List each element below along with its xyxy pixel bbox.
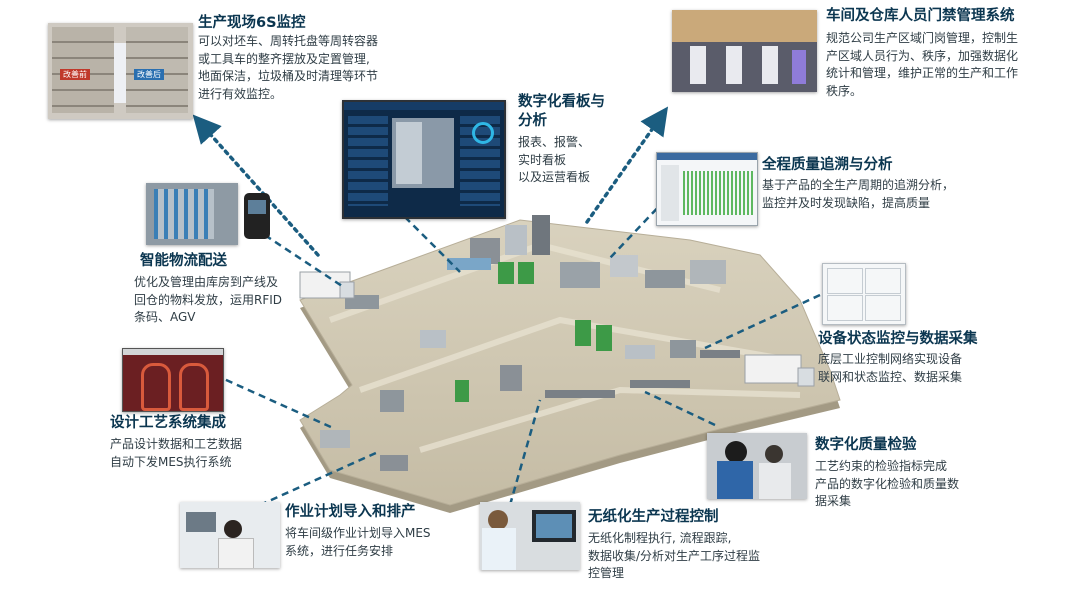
connector-kanban [404, 216, 461, 273]
photo-quality-inspection [707, 433, 807, 499]
callout-quality-trace-desc: 基于产品的全生产周期的追溯分析， 监控并及时发现缺陷，提高质量 [762, 178, 955, 210]
callout-kanban: 数字化看板与 分析 报表、报警、 实时看板 以及运营看板 [518, 93, 628, 187]
callout-6s-monitoring: 生产现场6S监控 可以对坯车、周转托盘等周转容器 或工具车的整齐摆放及定置管理,… [198, 14, 428, 103]
callout-logistics-desc: 优化及管理由库房到产线及 回仓的物料发放，运用RFID 条码、AGV [134, 275, 283, 324]
callout-planning-desc: 将车间级作业计划导入MES 系统，进行任务安排 [285, 526, 431, 558]
callout-quality-trace: 全程质量追溯与分析 基于产品的全生产周期的追溯分析， 监控并及时发现缺陷，提高质… [762, 156, 1002, 212]
production-equipment [320, 215, 740, 471]
callout-6s-desc: 可以对坯车、周转托盘等周转容器 或工具车的整齐摆放及定置管理, 地面保洁，垃圾桶… [198, 34, 379, 101]
callout-design-desc: 产品设计数据和工艺数据 自动下发MES执行系统 [110, 437, 243, 469]
photo-quality-trace-chart [656, 152, 758, 226]
floor-slab [299, 219, 841, 506]
callout-6s-title: 生产现场6S监控 [198, 15, 306, 31]
photo-equipment-monitor [822, 263, 906, 325]
callout-equipment: 设备状态监控与数据采集 底层工业控制网络实现设备 联网和状态监控、数据采集 [818, 330, 1018, 386]
connector-access [585, 106, 669, 224]
callout-equipment-desc: 底层工业控制网络实现设备 联网和状态监控、数据采集 [818, 352, 963, 384]
photo-planning-office [180, 502, 280, 568]
callout-planning-title: 作业计划导入和排产 [285, 504, 416, 520]
callout-equipment-title: 设备状态监控与数据采集 [818, 331, 978, 347]
callout-access-title: 车间及仓库人员门禁管理系统 [826, 8, 1015, 24]
callout-kanban-title: 数字化看板与 分析 [518, 94, 605, 129]
photo-access-control [672, 10, 817, 92]
connector-design [214, 373, 334, 430]
truck-left [299, 271, 355, 299]
callout-design: 设计工艺系统集成 产品设计数据和工艺数据 自动下发MES执行系统 [110, 414, 285, 471]
callout-paperless-title: 无纸化生产过程控制 [588, 509, 719, 525]
callout-access-desc: 规范公司生产区域门岗管理，控制生 产区域人员行为、秩序，加强数据化 统计和管理，… [826, 31, 1019, 98]
callout-logistics-title: 智能物流配送 [140, 253, 227, 269]
connector-paperless [508, 399, 542, 506]
label-before: 改善前 [60, 69, 90, 80]
connector-equipment [704, 293, 821, 350]
connector-inspection [644, 390, 716, 427]
handheld-scanner-icon [244, 193, 270, 239]
callout-logistics: 智能物流配送 优化及管理由库房到产线及 回仓的物料发放，运用RFID 条码、AG… [134, 252, 319, 327]
callout-access-control: 车间及仓库人员门禁管理系统 规范公司生产区域门岗管理，控制生 产区域人员行为、秩… [826, 7, 1071, 100]
callout-design-title: 设计工艺系统集成 [110, 415, 226, 431]
photo-logistics-shelves [146, 183, 238, 245]
connector-planning [259, 450, 379, 507]
callout-paperless: 无纸化生产过程控制 无纸化制程执行, 流程跟踪, 数据收集/分析对生产工序过程监… [588, 508, 808, 583]
callout-kanban-desc: 报表、报警、 实时看板 以及运营看板 [518, 135, 591, 184]
connector-logistics [244, 220, 346, 290]
photo-paperless-operator [480, 502, 580, 570]
callout-inspection: 数字化质量检验 工艺约束的检验指标完成 产品的数字化检验和质量数 据采集 [815, 436, 1005, 511]
callout-planning: 作业计划导入和排产 将车间级作业计划导入MES 系统，进行任务安排 [285, 503, 475, 560]
callout-quality-trace-title: 全程质量追溯与分析 [762, 157, 893, 173]
photo-design-cad [122, 348, 224, 412]
label-after: 改善后 [134, 69, 164, 80]
photo-6s-monitoring: 改善前 改善后 [48, 23, 193, 119]
callout-paperless-desc: 无纸化制程执行, 流程跟踪, 数据收集/分析对生产工序过程监 控管理 [588, 531, 761, 580]
connector-6s [192, 114, 320, 257]
callout-inspection-desc: 工艺约束的检验指标完成 产品的数字化检验和质量数 据采集 [815, 459, 960, 508]
truck-right [744, 354, 815, 387]
photo-kanban-dashboard [342, 100, 506, 219]
connector-quality-trace [609, 199, 666, 259]
callout-inspection-title: 数字化质量检验 [815, 437, 917, 453]
